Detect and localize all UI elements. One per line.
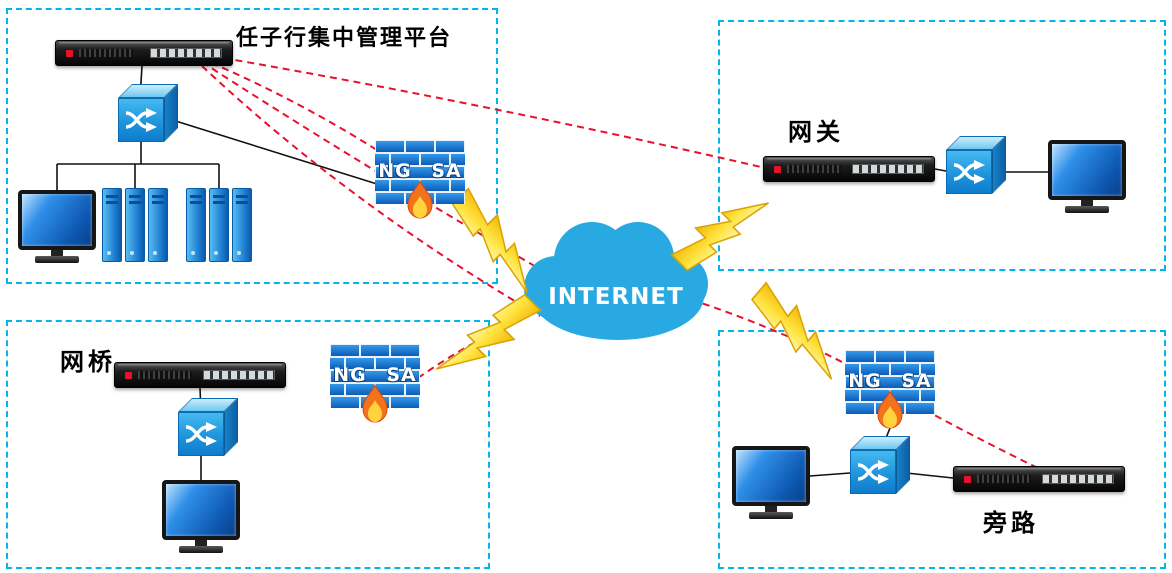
gateway-monitor — [1048, 140, 1126, 213]
firewall-label: NG SA — [333, 364, 417, 386]
gateway-rack-appliance — [763, 156, 935, 182]
bypass-switch — [850, 436, 914, 494]
monitor-base — [1065, 206, 1109, 213]
vent-grill — [138, 371, 192, 379]
monitor-base — [179, 546, 223, 553]
bridge-switch — [178, 398, 242, 456]
management-switch — [118, 84, 182, 142]
monitor-neck — [765, 506, 777, 512]
flame-icon — [362, 384, 388, 423]
port-row — [1042, 474, 1114, 484]
cube-front-face — [178, 412, 224, 456]
server-tower-cluster-1 — [102, 188, 168, 262]
zone-bypass — [718, 330, 1166, 569]
server-tower-icon — [232, 188, 252, 262]
flame-icon — [877, 390, 903, 429]
brand-mark-icon — [964, 475, 971, 483]
crossed-arrows-icon — [857, 460, 889, 484]
crossed-arrows-icon — [185, 422, 217, 446]
gateway-zone-label: 网关 — [788, 118, 844, 146]
crossed-arrows-icon — [953, 160, 985, 184]
firewall-ngsa-3: NG SA — [845, 350, 935, 429]
firewall-ngsa-2: NG SA — [330, 344, 420, 423]
management-monitor — [18, 190, 96, 263]
internet-label: INTERNET — [548, 284, 684, 310]
bypass-rack-appliance — [953, 466, 1125, 492]
monitor-neck — [1081, 200, 1093, 206]
firewall-label: NG SA — [848, 370, 932, 392]
monitor-neck — [51, 250, 63, 256]
bridge-monitor — [162, 480, 240, 553]
bridge-rack-appliance — [114, 362, 286, 388]
firewall-label: NG SA — [378, 160, 462, 182]
monitor-screen — [1048, 140, 1126, 200]
management-rack-appliance — [55, 40, 233, 66]
bypass-monitor — [732, 446, 810, 519]
port-row — [203, 370, 275, 380]
bypass-zone-label: 旁路 — [983, 509, 1039, 537]
cube-front-face — [946, 150, 992, 194]
gateway-switch — [946, 136, 1010, 194]
vent-grill — [787, 165, 841, 173]
monitor-screen — [162, 480, 240, 540]
zone-bridge — [6, 320, 490, 569]
vent-grill — [79, 49, 133, 57]
server-tower-icon — [186, 188, 206, 262]
monitor-base — [35, 256, 79, 263]
server-tower-icon — [102, 188, 122, 262]
brand-mark-icon — [774, 165, 781, 173]
management-zone-label: 任子行集中管理平台 — [236, 26, 453, 51]
brand-mark-icon — [125, 371, 132, 379]
monitor-neck — [195, 540, 207, 546]
vent-grill — [977, 475, 1031, 483]
server-tower-icon — [125, 188, 145, 262]
server-tower-icon — [209, 188, 229, 262]
port-row — [852, 164, 924, 174]
cube-front-face — [850, 450, 896, 494]
internet-cloud-icon: INTERNET — [524, 222, 708, 340]
server-tower-cluster-2 — [186, 188, 252, 262]
monitor-screen — [18, 190, 96, 250]
flame-icon — [407, 180, 433, 219]
bridge-zone-label: 网桥 — [60, 348, 116, 376]
firewall-ngsa-1: NG SA — [375, 140, 465, 219]
brand-mark-icon — [66, 49, 73, 57]
cube-front-face — [118, 98, 164, 142]
monitor-base — [749, 512, 793, 519]
monitor-screen — [732, 446, 810, 506]
port-row — [150, 48, 222, 58]
crossed-arrows-icon — [125, 108, 157, 132]
server-tower-icon — [148, 188, 168, 262]
